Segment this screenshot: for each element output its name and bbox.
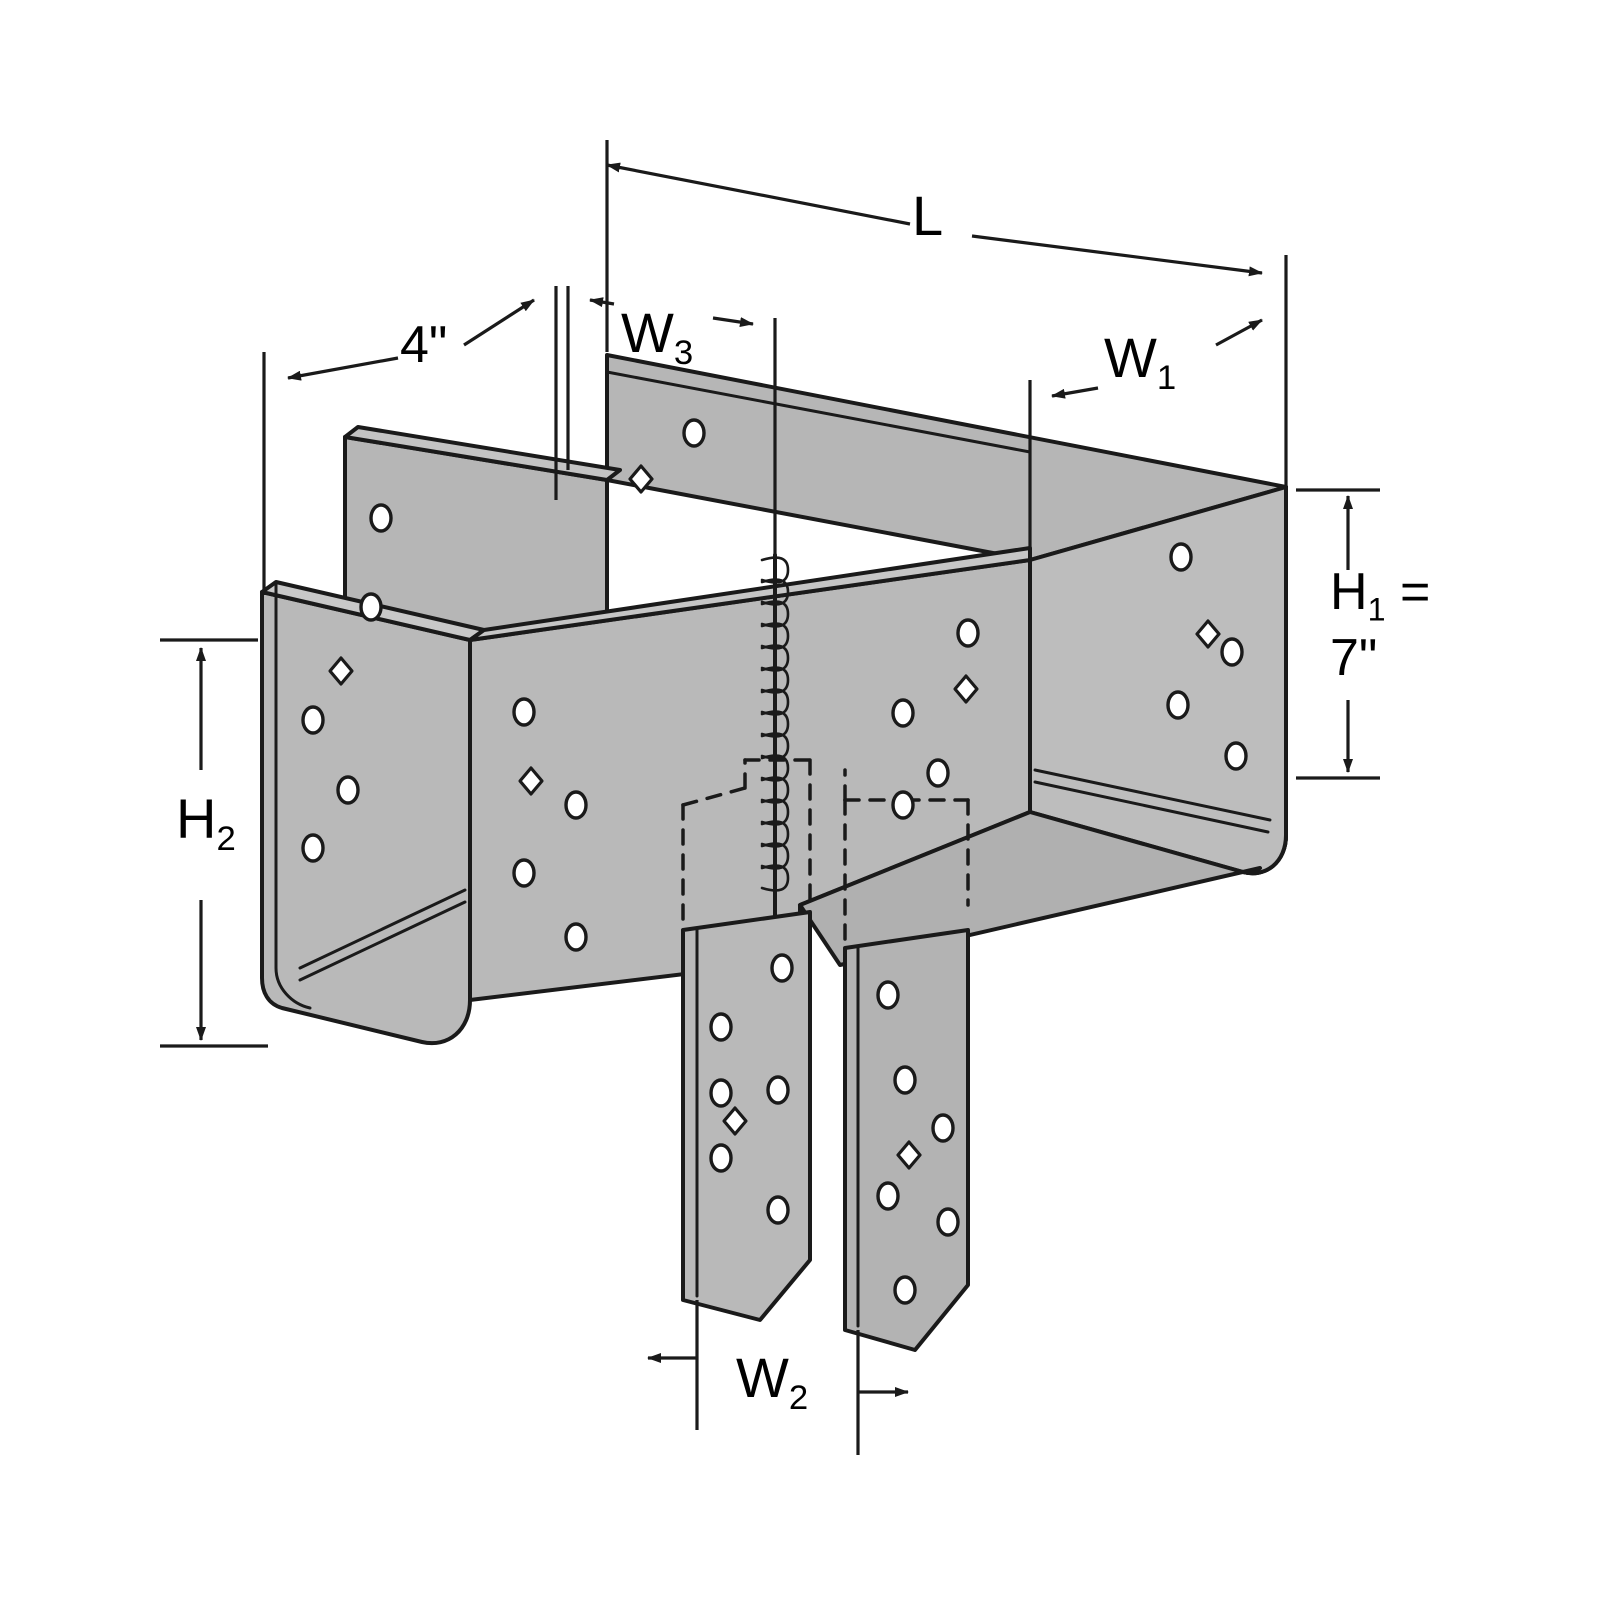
- front-left-panel: [260, 590, 472, 1046]
- dimension-annotations: [160, 140, 1380, 1455]
- dim-line-W1-a: [1051, 386, 1099, 399]
- diamond-nail-slots: [328, 464, 1221, 1170]
- fastener-holes: [301, 418, 1248, 1305]
- dimension-label-W1: W1: [1104, 326, 1177, 398]
- dimension-label-H2: H2: [176, 787, 236, 859]
- dimension-label-W2: W2: [736, 1346, 809, 1418]
- front-strap-right: [843, 928, 970, 1352]
- dim-line-L-2: [971, 234, 1263, 277]
- dimension-label-H1: H1 = 7": [1330, 566, 1430, 684]
- left-seat-crease: [298, 888, 467, 970]
- right-seat-crease: [1033, 768, 1272, 822]
- dimension-label-L: L: [912, 184, 944, 247]
- hanger-body: [260, 353, 1288, 1352]
- weld-bead-hatching: [760, 556, 790, 892]
- dimension-label-4-inch: 4": [400, 316, 448, 374]
- seat-bottom-right: [798, 810, 1262, 967]
- back-flange-top-edge-inner: [605, 370, 1032, 454]
- dim-line-W3-b: [712, 316, 754, 328]
- back-flange-top-edge: [605, 353, 1288, 489]
- dimension-label-H1-line1: H1 =: [1330, 563, 1431, 628]
- front-left-panel-inner-fold: [274, 580, 312, 1010]
- dim-line-4in-b: [463, 298, 535, 347]
- dim-line-W1-b: [1215, 318, 1263, 347]
- dim-line-4in-a: [287, 356, 399, 381]
- dim-line-W3-a: [589, 297, 615, 308]
- left-back-flange-top: [343, 425, 622, 482]
- left-seat-crease-2: [298, 900, 467, 982]
- right-seat-crease-2: [1033, 780, 1270, 834]
- dimension-label-W3: W3: [621, 301, 694, 373]
- dimension-label-H1-line2: 7": [1330, 628, 1378, 687]
- dim-line-L: [606, 162, 911, 226]
